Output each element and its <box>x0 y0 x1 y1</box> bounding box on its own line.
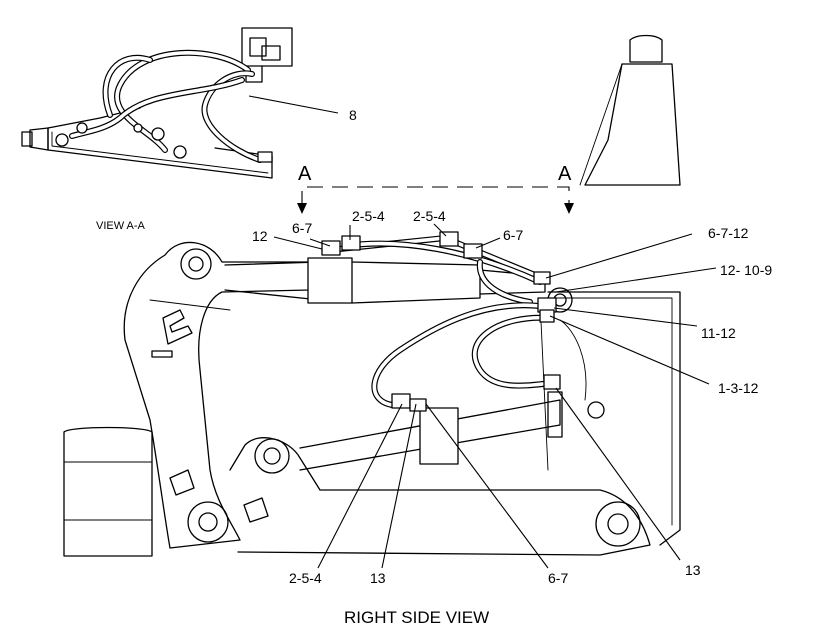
callout-2-5-4-top-right: 2-5-4 <box>413 208 446 224</box>
callout-1-3-12: 1-3-12 <box>718 380 759 396</box>
callout-2-5-4-bottom: 2-5-4 <box>289 570 322 586</box>
callout-6-7-top-left: 6-7 <box>292 220 312 236</box>
view-label: VIEW A-A <box>96 220 146 232</box>
callout-6-7-bottom: 6-7 <box>548 570 568 586</box>
drawing-caption: RIGHT SIDE VIEW <box>344 608 489 627</box>
view-a-a-drawing <box>21 27 293 179</box>
section-mark-left: A <box>298 163 312 185</box>
callout-13-bottom-right: 13 <box>685 562 701 578</box>
callout-12-top: 12 <box>252 228 268 244</box>
section-line <box>297 186 574 214</box>
callout-6-7-top-right: 6-7 <box>503 227 523 243</box>
callout-12-10-9: 12- 10-9 <box>720 262 772 278</box>
tank-outline <box>579 34 681 186</box>
hydraulic-hoses <box>321 231 561 412</box>
callout-6-7-12: 6-7-12 <box>708 225 749 241</box>
callout-2-5-4-top-left: 2-5-4 <box>352 208 385 224</box>
section-mark-right: A <box>558 163 572 185</box>
leader-lines <box>248 95 717 569</box>
callout-8: 8 <box>349 107 357 123</box>
boom-linkage-drawing <box>63 241 681 557</box>
callout-13-bottom-left: 13 <box>370 570 386 586</box>
callout-11-12: 11-12 <box>701 325 736 341</box>
